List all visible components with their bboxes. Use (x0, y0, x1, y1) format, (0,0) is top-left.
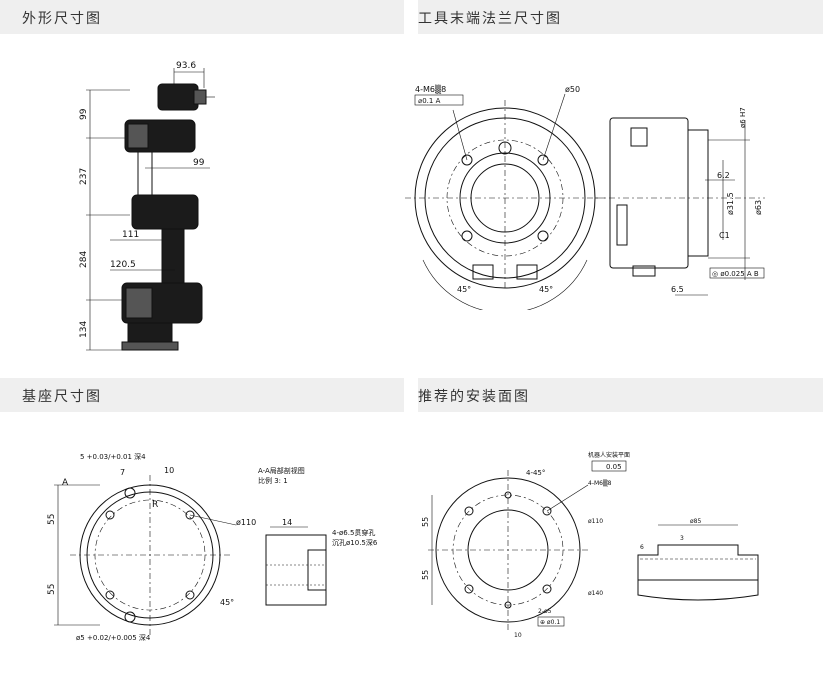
mount-h55-top: 55 (421, 517, 430, 527)
flange-depth-6-2: 6.2 (717, 171, 730, 180)
flange-thread-callout: 4-M6▒8 (415, 84, 446, 94)
dim-99-vertical: 99 (79, 108, 89, 120)
flange-phi6: ø6 H7 (739, 107, 747, 128)
base-hole-callout-1: 4-ø6.5贯穿孔 (332, 528, 375, 537)
section-title-base: 基座尺寸图 (22, 389, 102, 405)
flange-c1: C1 (719, 231, 730, 240)
base-dimension-drawing: 55 55 5 +0.03/+0.01 深4 ø5 +0.02/+0.005 深… (47, 452, 378, 642)
section-title-flange: 工具末端法兰尺寸图 (418, 11, 562, 27)
base-h55-top: 55 (47, 514, 57, 525)
base-hole-callout-2: 沉孔ø10.5深6 (332, 538, 378, 547)
mount-dim-6: 6 (640, 544, 644, 551)
base-dim-10: 10 (164, 466, 174, 475)
mount-pin-tol: ⊕ ø0.1 (540, 619, 560, 626)
mount-flatness-title: 机器人安装平面 (588, 451, 630, 459)
mount-dimension-drawing: 55 55 机器人安装平面 0.05 4-45° 4-M6▒8 ø110 ø14… (421, 451, 759, 639)
dim-93-6: 93.6 (176, 61, 196, 71)
dim-134: 134 (79, 321, 89, 338)
mount-angle: 4-45° (526, 469, 545, 477)
base-dim-7: 7 (120, 468, 125, 477)
flange-dim-6-5: 6.5 (671, 285, 684, 294)
section-bar-external: 外形尺寸图 (0, 0, 404, 34)
flange-angle-right: 45° (539, 285, 553, 294)
base-angle: 45° (220, 598, 234, 607)
dim-284: 284 (79, 251, 89, 268)
mount-dim-10: 10 (514, 632, 522, 639)
base-a-label: A (62, 478, 69, 488)
mount-phi140: ø140 (588, 590, 603, 597)
mount-h55-bottom: 55 (421, 570, 430, 580)
mount-flatness: 0.05 (606, 463, 622, 471)
section-bar-flange: 工具末端法兰尺寸图 (418, 0, 823, 34)
mount-dim-3: 3 (680, 535, 684, 542)
flange-angle-left: 45° (457, 285, 471, 294)
flange-phi31-5: ø31.5 (726, 192, 735, 215)
base-dim-14: 14 (282, 518, 292, 527)
base-section-scale: 比例 3: 1 (258, 476, 288, 485)
base-phi110: ø110 (236, 518, 256, 527)
dim-237: 237 (79, 168, 89, 185)
base-section-title: A-A局部剖视图 (258, 466, 305, 475)
dim-99-horizontal: 99 (193, 158, 205, 168)
external-dimension-drawing: 99 237 284 134 93.6 99 111 120.5 (79, 61, 215, 351)
flange-phi50: ø50 (565, 85, 580, 94)
base-pin-bottom: ø5 +0.02/+0.005 深4 (76, 633, 151, 642)
section-bar-base: 基座尺寸图 (0, 378, 404, 412)
base-r-label: R (152, 500, 158, 510)
mount-phi85: ø85 (690, 518, 701, 525)
base-h55-bottom: 55 (47, 584, 57, 595)
dim-111: 111 (122, 230, 139, 240)
dim-120-5: 120.5 (110, 260, 136, 270)
flange-tolerance-ab: ◎ ø0.025 A B (712, 270, 759, 278)
mount-pin: 2-ø5 (538, 608, 552, 615)
flange-dimension-drawing: 4-M6▒8 ⌀0.1 A ø50 45° 45° ø6 H7 6.2 ø31.… (405, 84, 765, 310)
flange-phi63: ø63 (754, 200, 763, 215)
mount-phi110: ø110 (588, 518, 603, 525)
section-title-external: 外形尺寸图 (22, 11, 102, 27)
section-title-mount: 推荐的安装面图 (418, 389, 530, 405)
flange-tolerance-a: ⌀0.1 A (418, 97, 441, 105)
base-pin-top: 5 +0.03/+0.01 深4 (80, 452, 146, 461)
section-bar-mount: 推荐的安装面图 (418, 378, 823, 412)
mount-m6: 4-M6▒8 (588, 479, 612, 487)
